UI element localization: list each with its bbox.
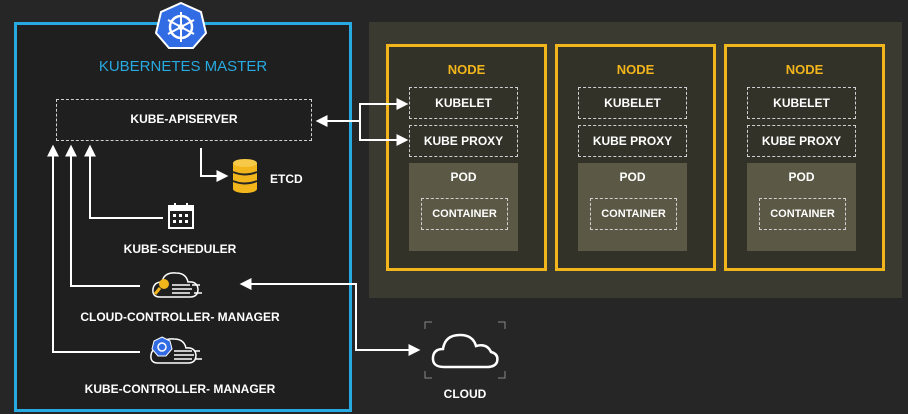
node-title: NODE	[785, 62, 824, 77]
node-title: NODE	[616, 62, 655, 77]
scheduler-label: KUBE-SCHEDULER	[123, 242, 237, 256]
pod-label: POD	[788, 170, 815, 184]
container-box	[759, 198, 846, 230]
kube-proxy-box	[747, 125, 856, 157]
kube-proxy-box	[578, 125, 687, 157]
apiserver-box	[56, 99, 312, 141]
pod-box	[409, 163, 518, 251]
kubelet-box	[747, 87, 856, 119]
cloud-key-icon	[152, 272, 202, 298]
container-label: CONTAINER	[432, 208, 497, 220]
kubelet-box	[409, 87, 518, 119]
kube-proxy-label: KUBE PROXY	[761, 134, 842, 148]
node-title: NODE	[447, 62, 486, 77]
etcd-label: ETCD	[270, 172, 303, 186]
cloud-connector	[239, 278, 421, 356]
kube-proxy-label: KUBE PROXY	[592, 134, 673, 148]
etcd-connector	[200, 148, 229, 182]
kubelet-box	[578, 87, 687, 119]
kube-proxy-box	[409, 125, 518, 157]
scheduler-connector	[84, 144, 163, 219]
cloud-kubernetes-icon	[150, 336, 202, 364]
pod-box	[578, 163, 687, 251]
calendar-icon	[168, 203, 194, 229]
kube-proxy-label: KUBE PROXY	[423, 134, 504, 148]
pod-label: POD	[450, 170, 477, 184]
database-icon	[232, 159, 258, 193]
container-box	[421, 198, 508, 230]
pod-box	[747, 163, 856, 251]
cloud-controller-connector	[65, 144, 140, 287]
container-label: CONTAINER	[770, 208, 835, 220]
kubelet-label: KUBELET	[773, 96, 830, 110]
kubelet-label: KUBELET	[604, 96, 661, 110]
pod-label: POD	[619, 170, 646, 184]
cloud-icon	[424, 321, 506, 379]
kubelet-connector	[359, 98, 409, 121]
container-label: CONTAINER	[601, 208, 666, 220]
kube-controller-label: KUBE-CONTROLLER- MANAGER	[84, 382, 276, 396]
kubernetes-logo-icon	[154, 1, 208, 49]
kubelet-label: KUBELET	[435, 96, 492, 110]
cloud-controller-label: CLOUD-CONTROLLER- MANAGER	[80, 310, 280, 324]
cloud-label: CLOUD	[443, 387, 487, 401]
master-title: KUBERNETES MASTER	[98, 58, 268, 75]
kube-controller-connector	[47, 144, 140, 353]
apiserver-label: KUBE-APISERVER	[130, 112, 238, 126]
proxy-connector	[359, 121, 409, 146]
container-box	[590, 198, 677, 230]
